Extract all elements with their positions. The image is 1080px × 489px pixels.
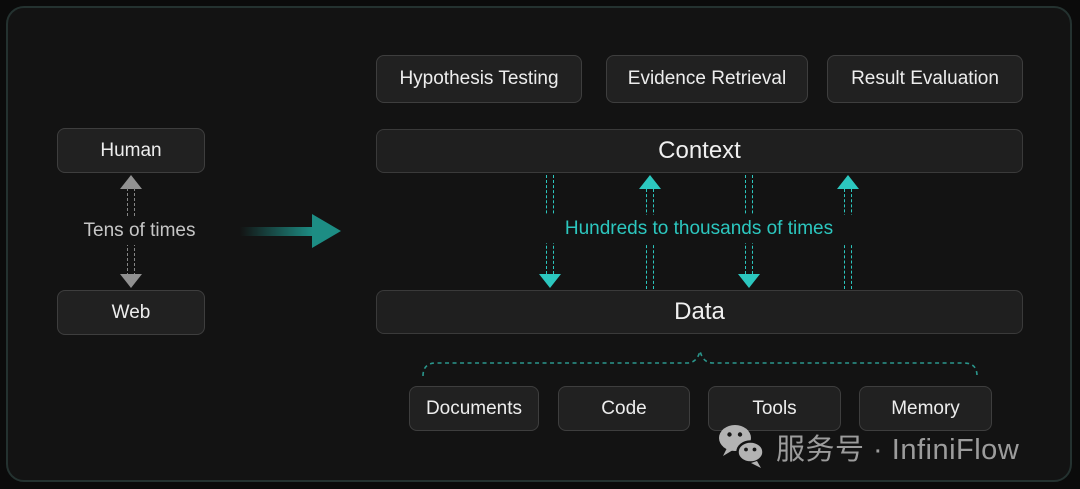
documents-label: Documents — [425, 397, 523, 419]
memory-label: Memory — [891, 397, 960, 419]
data-label: Data — [674, 298, 725, 325]
down-arrow-icon — [738, 274, 760, 288]
watermark-text: 服务号 · InfiniFlow — [776, 433, 1020, 466]
context-bar: Context — [376, 129, 1023, 173]
context-label: Context — [658, 137, 741, 164]
documents-box: Documents — [409, 386, 539, 431]
up-arrow-icon — [120, 175, 142, 189]
up-arrow-icon — [639, 175, 661, 189]
result-evaluation-box: Result Evaluation — [827, 55, 1023, 103]
code-label: Code — [601, 397, 647, 419]
memory-box: Memory — [859, 386, 992, 431]
human-box: Human — [57, 128, 205, 173]
web-label: Web — [111, 301, 151, 323]
hundreds-of-times-label: Hundreds to thousands of times — [524, 215, 874, 243]
result-evaluation-label: Result Evaluation — [851, 68, 999, 89]
wechat-icon — [719, 425, 765, 468]
human-label: Human — [100, 139, 162, 161]
down-arrow-icon — [539, 274, 561, 288]
tens-of-times-label: Tens of times — [57, 217, 222, 245]
down-arrow-icon — [120, 274, 142, 288]
evidence-retrieval-box: Evidence Retrieval — [606, 55, 808, 103]
data-bar: Data — [376, 290, 1023, 334]
arrow-right-icon — [240, 214, 341, 248]
evidence-retrieval-label: Evidence Retrieval — [627, 68, 787, 89]
web-box: Web — [57, 290, 205, 335]
tools-label: Tools — [752, 397, 797, 419]
watermark: 服务号 · InfiniFlow — [718, 424, 1019, 469]
brace-icon — [422, 350, 978, 377]
hypothesis-testing-label: Hypothesis Testing — [399, 68, 559, 89]
up-arrow-icon — [837, 175, 859, 189]
tools-box: Tools — [708, 386, 841, 431]
code-box: Code — [558, 386, 690, 431]
hypothesis-testing-box: Hypothesis Testing — [376, 55, 582, 103]
